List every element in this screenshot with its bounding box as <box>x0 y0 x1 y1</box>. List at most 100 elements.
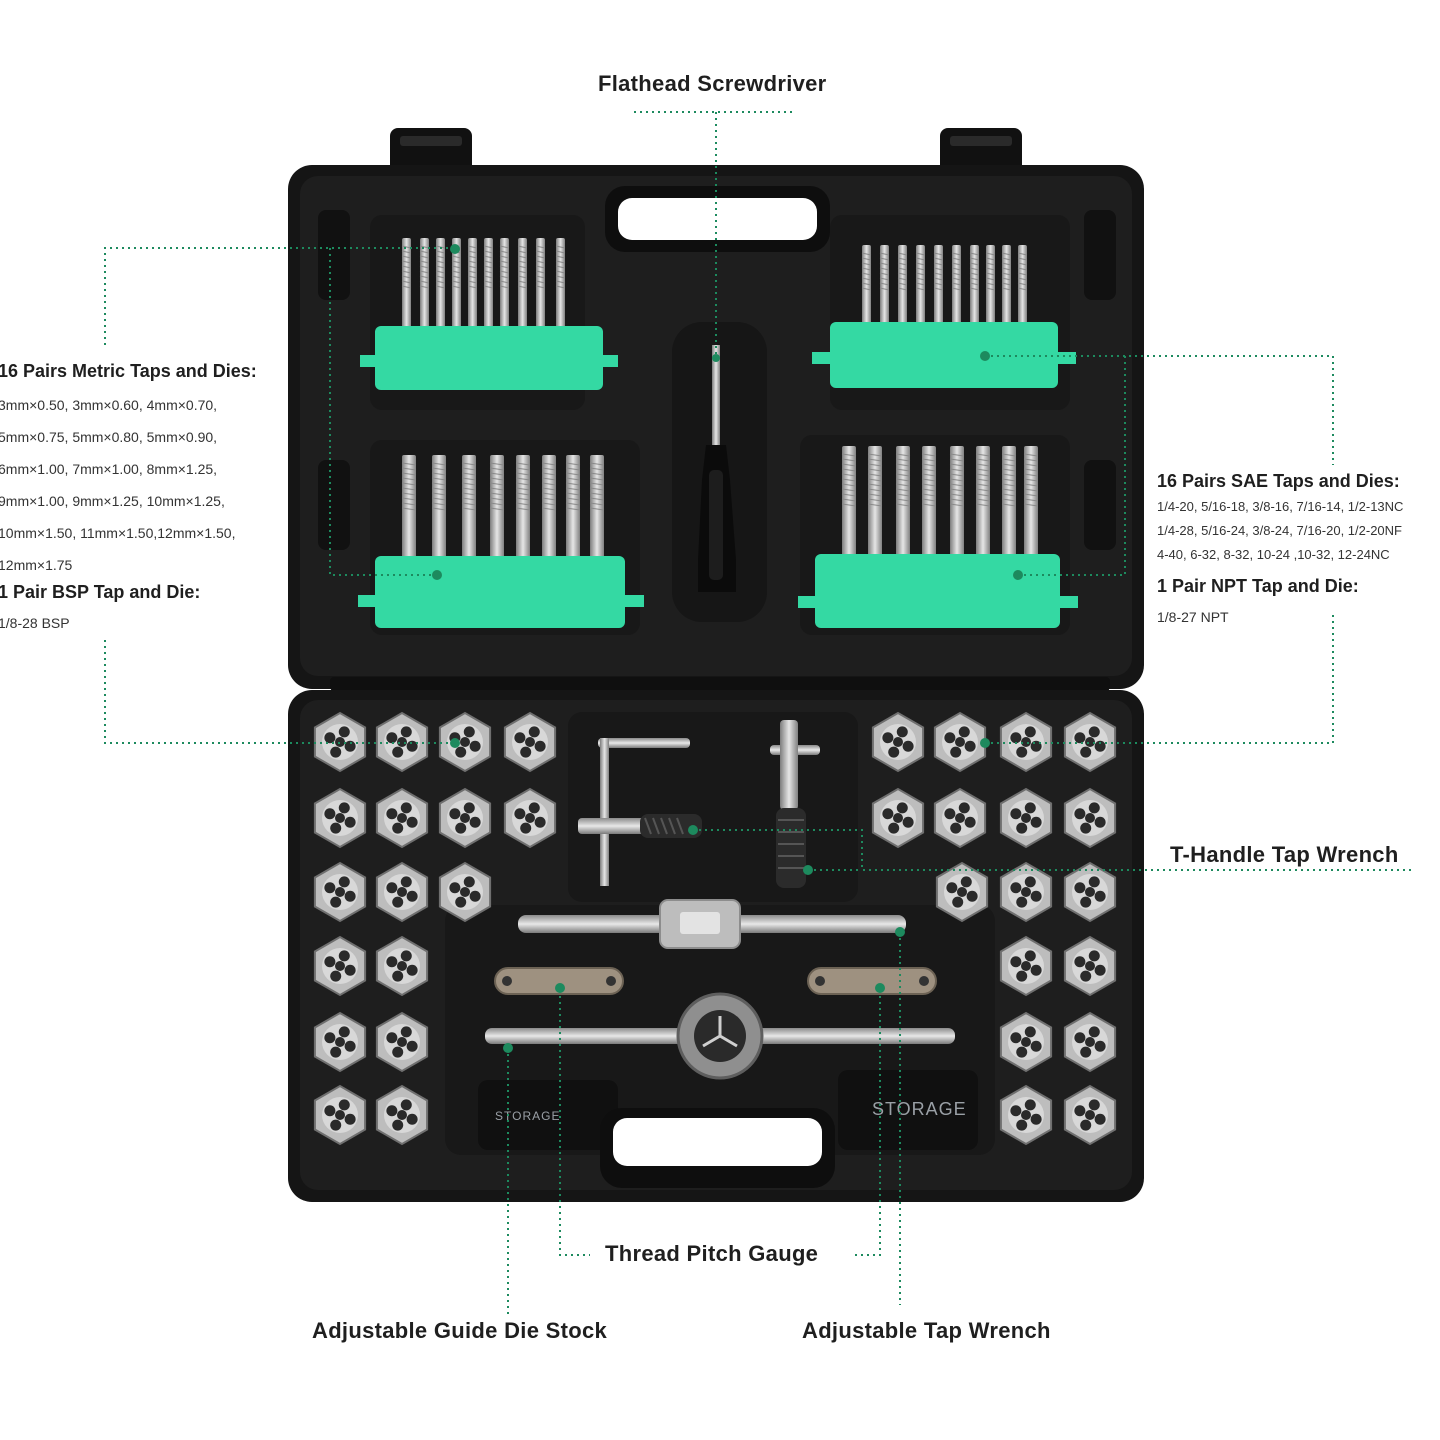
die[interactable] <box>999 935 1053 997</box>
label-npt-heading: 1 Pair NPT Tap and Die: <box>1157 576 1359 596</box>
tap[interactable] <box>535 238 546 330</box>
tap-holder-sae-top[interactable] <box>830 322 1058 388</box>
tap[interactable] <box>1017 245 1028 326</box>
leader-bsp-dies <box>104 640 455 744</box>
tap[interactable] <box>1023 446 1039 557</box>
tap[interactable] <box>589 455 605 560</box>
tap[interactable] <box>483 238 494 330</box>
die[interactable] <box>313 861 367 923</box>
die[interactable] <box>375 787 429 849</box>
tap[interactable] <box>897 245 908 326</box>
tap[interactable] <box>879 245 890 326</box>
tap[interactable] <box>401 238 412 330</box>
tap[interactable] <box>401 455 417 560</box>
tap[interactable] <box>467 238 478 330</box>
die[interactable] <box>438 861 492 923</box>
t-handle-wrench-left[interactable] <box>578 738 702 886</box>
thread-pitch-gauge-right[interactable] <box>807 967 937 995</box>
die[interactable] <box>375 711 429 773</box>
tap[interactable] <box>951 245 962 326</box>
die[interactable] <box>1063 935 1117 997</box>
tap[interactable] <box>419 238 430 330</box>
die[interactable] <box>1063 711 1117 773</box>
die[interactable] <box>1063 787 1117 849</box>
label-flathead-screwdriver: Flathead Screwdriver <box>598 71 827 96</box>
tap[interactable] <box>515 455 531 560</box>
t-handle-wrench-right[interactable] <box>770 720 820 888</box>
tap[interactable] <box>861 245 872 326</box>
tap[interactable] <box>895 446 911 557</box>
die[interactable] <box>375 935 429 997</box>
tap-holder-metric-top[interactable] <box>375 326 603 390</box>
die[interactable] <box>313 1084 367 1146</box>
tap[interactable] <box>921 446 937 557</box>
die[interactable] <box>313 787 367 849</box>
tap[interactable] <box>565 455 581 560</box>
tap[interactable] <box>969 245 980 326</box>
leader-pitch-gauge <box>559 990 881 1256</box>
die[interactable] <box>871 787 925 849</box>
storage-stamp-right: STORAGE <box>872 1099 967 1119</box>
die[interactable] <box>933 787 987 849</box>
die[interactable] <box>999 787 1053 849</box>
tap[interactable] <box>985 245 996 326</box>
tap[interactable] <box>841 446 857 557</box>
tap[interactable] <box>451 238 462 330</box>
label-metric-line-4: 9mm×1.00, 9mm×1.25, 10mm×1.25, <box>0 493 225 509</box>
adjustable-tap-wrench[interactable] <box>518 899 906 949</box>
die[interactable] <box>935 861 989 923</box>
tap[interactable] <box>915 245 926 326</box>
tap[interactable] <box>435 238 446 330</box>
die[interactable] <box>375 1084 429 1146</box>
tap[interactable] <box>975 446 991 557</box>
die[interactable] <box>375 861 429 923</box>
metric-taps-bottom-row <box>401 455 605 560</box>
label-metric-line-5: 10mm×1.50, 11mm×1.50,12mm×1.50, <box>0 525 236 541</box>
tap[interactable] <box>949 446 965 557</box>
label-bsp-value: 1/8-28 BSP <box>0 615 70 631</box>
label-metric-line-6: 12mm×1.75 <box>0 557 73 573</box>
die[interactable] <box>999 711 1053 773</box>
thread-pitch-gauge-left[interactable] <box>494 967 624 995</box>
die[interactable] <box>999 1011 1053 1073</box>
tap[interactable] <box>489 455 505 560</box>
leader-dots <box>432 244 1023 1053</box>
die[interactable] <box>313 935 367 997</box>
label-metric-line-3: 6mm×1.00, 7mm×1.00, 8mm×1.25, <box>0 461 218 477</box>
die[interactable] <box>871 711 925 773</box>
storage-stamp-left: STORAGE <box>495 1109 560 1123</box>
tap[interactable] <box>1001 446 1017 557</box>
tap-holder-metric-bottom[interactable] <box>375 556 625 628</box>
tap[interactable] <box>461 455 477 560</box>
die[interactable] <box>438 787 492 849</box>
tap[interactable] <box>517 238 528 330</box>
tap[interactable] <box>499 238 510 330</box>
die[interactable] <box>313 1011 367 1073</box>
tap[interactable] <box>541 455 557 560</box>
die[interactable] <box>1063 1084 1117 1146</box>
die[interactable] <box>999 861 1053 923</box>
die[interactable] <box>375 1011 429 1073</box>
metric-dies-grid <box>313 711 557 1146</box>
die[interactable] <box>438 711 492 773</box>
die[interactable] <box>503 711 557 773</box>
label-metric-heading: 16 Pairs Metric Taps and Dies: <box>0 361 257 381</box>
die[interactable] <box>999 1084 1053 1146</box>
tap-holder-sae-bottom[interactable] <box>815 554 1060 628</box>
flathead-screwdriver[interactable] <box>698 345 736 592</box>
die[interactable] <box>1063 1011 1117 1073</box>
label-thread-pitch-gauge: Thread Pitch Gauge <box>605 1241 819 1266</box>
adjustable-guide-die-stock[interactable] <box>485 992 955 1080</box>
leader-screwdriver <box>634 111 793 358</box>
tap[interactable] <box>933 245 944 326</box>
die[interactable] <box>933 711 987 773</box>
die[interactable] <box>1063 861 1117 923</box>
die[interactable] <box>503 787 557 849</box>
label-metric-line-1: 3mm×0.50, 3mm×0.60, 4mm×0.70, <box>0 397 218 413</box>
leader-lines <box>104 111 1415 1318</box>
tap[interactable] <box>431 455 447 560</box>
tap[interactable] <box>555 238 566 330</box>
tap[interactable] <box>867 446 883 557</box>
tap[interactable] <box>1001 245 1012 326</box>
